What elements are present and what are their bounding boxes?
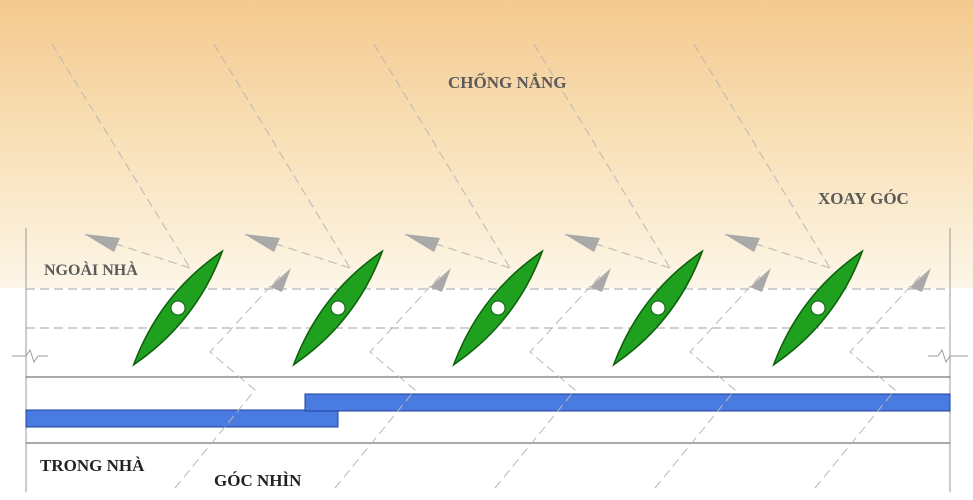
louver-blade (772, 249, 864, 367)
view-arrow-icon (590, 268, 611, 292)
view-lines (174, 275, 921, 489)
sky-background (0, 0, 973, 288)
label-rotate-angle: XOAY GÓC (818, 189, 909, 208)
louver-pivot (170, 300, 186, 316)
reflection-arrow-icon (84, 234, 120, 252)
sun-rays (51, 43, 831, 269)
view-arrow-icon (430, 268, 451, 292)
louver-blade (612, 249, 704, 367)
label-sun-shading: CHỐNG NẮNG (448, 72, 567, 92)
frame-bar-left (25, 409, 339, 428)
frame-bar-right (304, 393, 951, 412)
louver-pivot (650, 300, 666, 316)
louver-blade (292, 249, 384, 367)
left-break-mark (12, 348, 48, 364)
reflected-rays (109, 241, 831, 269)
louver-pivot (490, 300, 506, 316)
louver-pivot (810, 300, 826, 316)
reflection-arrow-icon (244, 234, 280, 252)
view-arrow-icon (750, 268, 771, 292)
view-arrows (270, 268, 931, 292)
right-break-mark (928, 348, 968, 364)
louvers (132, 249, 864, 367)
louver-pivot (330, 300, 346, 316)
reflection-arrows (84, 234, 760, 252)
reflection-arrow-icon (404, 234, 440, 252)
view-arrow-icon (270, 268, 291, 292)
view-arrow-icon (910, 268, 931, 292)
label-inside: TRONG NHÀ (40, 456, 145, 475)
reflection-arrow-icon (724, 234, 760, 252)
louver-blade (452, 249, 544, 367)
louver-blade (132, 249, 224, 367)
reflection-arrow-icon (564, 234, 600, 252)
label-view-angle: GÓC NHÌN (214, 471, 302, 490)
label-outside: NGOÀI NHÀ (44, 260, 138, 279)
